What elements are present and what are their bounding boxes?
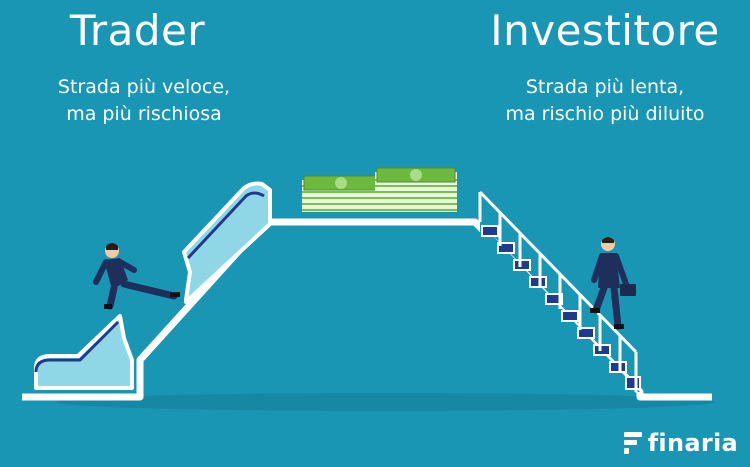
trader-subtitle-line2: ma più rischiosa: [66, 103, 222, 125]
brand-name: finaria: [647, 429, 738, 457]
investor-figure: [590, 237, 636, 330]
platform-outline: [22, 218, 712, 401]
ground-shadow: [55, 393, 715, 411]
broken-escalator-upper: [182, 181, 272, 304]
finaria-logo-icon: [623, 432, 642, 454]
trader-subtitle-line1: Strada più veloce,: [57, 76, 231, 98]
investor-subtitle: Strada più lenta, ma rischio più diluito: [470, 74, 740, 128]
investor-subtitle-line1: Strada più lenta,: [525, 76, 685, 98]
trader-figure: [93, 243, 180, 310]
investor-subtitle-line2: ma rischio più diluito: [505, 103, 705, 125]
finaria-logo: finaria: [623, 429, 738, 457]
trader-subtitle: Strada più veloce, ma più rischiosa: [0, 74, 288, 128]
staircase: [478, 190, 641, 392]
money-stacks: [302, 167, 457, 212]
trader-title: Trader: [69, 6, 206, 55]
broken-escalator-lower: [34, 314, 134, 390]
investor-title: Investitore: [490, 6, 720, 55]
